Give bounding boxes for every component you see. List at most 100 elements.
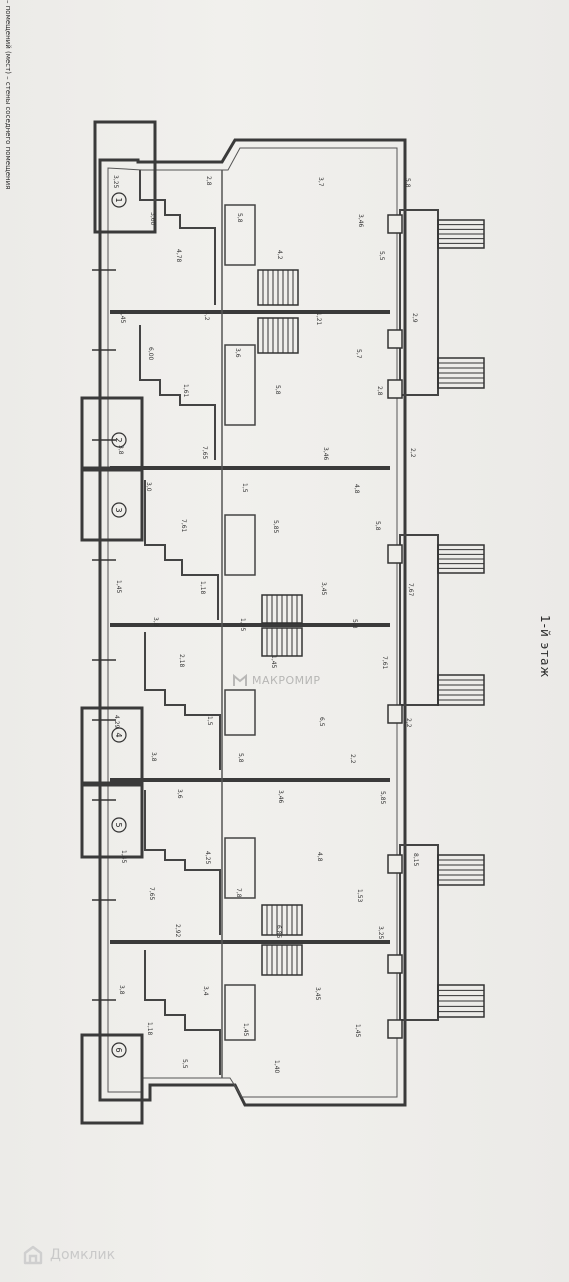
dimension-label: 7,65: [201, 446, 208, 460]
dimension-label: 5,7: [355, 349, 362, 359]
dimension-label: 4,2: [203, 311, 210, 321]
dimension-label: 5,5: [378, 251, 385, 261]
technical-room: [224, 344, 256, 426]
staircases: [257, 219, 485, 1018]
dimension-label: 7,65: [148, 887, 155, 901]
door-opening: [387, 379, 403, 399]
room-partition: [144, 480, 219, 620]
stair-block: [257, 317, 299, 354]
room-number-circle: [111, 1042, 127, 1058]
plan-details: [92, 170, 439, 1075]
dimension-label: 1,45: [120, 850, 127, 864]
inner-wall-line: [107, 147, 398, 1098]
porch-frame: [399, 534, 439, 706]
dimension-label: 3,8: [150, 752, 157, 762]
stair-block: [437, 984, 485, 1018]
dimension-label: 7,8: [235, 888, 242, 898]
dimension-label: 7,61: [180, 519, 187, 533]
dimension-label: 5,85: [272, 520, 279, 534]
dimension-label: 4,29: [113, 715, 120, 729]
dimension-label: 1,45: [242, 1023, 249, 1037]
stair-block: [257, 269, 299, 306]
technical-room: [224, 204, 256, 266]
dimension-label: 1,18: [146, 1022, 153, 1036]
domclick-logo-icon: [23, 1245, 43, 1265]
dimension-label: 1,5: [241, 483, 248, 493]
loggia-box: [80, 1033, 144, 1125]
dimension-label: 6,85: [275, 925, 282, 939]
dimension-label: 2,2: [405, 718, 412, 728]
stair-block: [261, 594, 303, 624]
dimension-label: 2,9: [411, 313, 418, 323]
dimension-label: 2,92: [174, 924, 181, 938]
outer-wall: [98, 138, 407, 1107]
stair-block: [437, 357, 485, 389]
dimension-label: 3,0: [145, 482, 152, 492]
dimension-label: 4,8: [353, 484, 360, 494]
loggia-box: [80, 396, 144, 470]
dimension-label: 2,2: [409, 448, 416, 458]
stair-block: [437, 854, 485, 886]
dimension-label: 2,2: [349, 754, 356, 764]
loggia-box: [80, 468, 144, 542]
loggia-box: [80, 783, 144, 859]
dimension-label: 1,18: [199, 581, 206, 595]
dimension-label: 5,8: [404, 178, 411, 188]
dimension-label: 3,46: [277, 790, 284, 804]
room-number-label: 5: [114, 822, 123, 827]
stair-block: [437, 544, 485, 574]
dimension-label: 1,45: [270, 655, 277, 669]
dimension-label: 6,00: [147, 347, 154, 361]
technical-room: [224, 984, 256, 1041]
room-partition: [144, 632, 221, 770]
room-partition: [139, 325, 216, 460]
side-note: – помещений (мест) – стены соседнего пом…: [4, 0, 12, 190]
dimension-label: 3,8: [117, 445, 124, 455]
dimension-label: 2,18: [178, 654, 185, 668]
room-number-circle: [111, 727, 127, 743]
dimension-label: 1,45: [354, 1024, 361, 1038]
dimension-label: 1,45: [119, 310, 126, 324]
dimension-label: 5,8: [274, 385, 281, 395]
room-number-label: 1: [114, 197, 123, 202]
dimension-label: 3,25: [112, 175, 119, 189]
room-number-circle: [111, 817, 127, 833]
watermark-center: МАКРОМИР: [232, 670, 342, 690]
door-opening: [387, 329, 403, 349]
dimension-label: 1,45: [115, 580, 122, 594]
dimension-label: 5,8: [237, 753, 244, 763]
plan-walls: [80, 120, 407, 1125]
dimension-labels: 3,253,604,782,85,84,23,73,465,55,81,456,…: [112, 175, 419, 1074]
dimension-label: 5,8: [374, 521, 381, 531]
dimension-label: 3,46: [357, 214, 364, 228]
makromir-logo-icon: [233, 673, 247, 686]
loggia-box: [93, 120, 157, 234]
dimension-label: 2,8: [205, 176, 212, 186]
room-number-label: 6: [114, 1047, 123, 1052]
door-opening: [387, 954, 403, 974]
room-partition: [144, 790, 221, 935]
technical-room: [224, 837, 256, 899]
dimension-label: 2,8: [376, 386, 383, 396]
door-opening: [387, 544, 403, 564]
stair-block: [261, 944, 303, 976]
dimension-label: 5,5: [181, 1059, 188, 1069]
dimension-label: 7,67: [407, 583, 414, 597]
room-partition: [139, 170, 216, 305]
stair-block: [261, 904, 303, 936]
door-opening: [387, 1019, 403, 1039]
dimension-label: 1,5: [206, 716, 213, 726]
watermark-center-text: МАКРОМИР: [252, 673, 321, 687]
dimension-label: 1,05: [239, 618, 246, 632]
stair-block: [437, 219, 485, 249]
dimension-label: 3,6: [234, 348, 241, 358]
dimension-label: 3,7: [317, 177, 324, 187]
room-number-label: 3: [114, 507, 123, 512]
dimension-label: 1,40: [273, 1060, 280, 1074]
dimension-label: 3,8: [152, 617, 159, 627]
dimension-label: 3,45: [320, 582, 327, 596]
dimension-label: 1,61: [182, 384, 189, 398]
porch-frame: [399, 844, 439, 1021]
